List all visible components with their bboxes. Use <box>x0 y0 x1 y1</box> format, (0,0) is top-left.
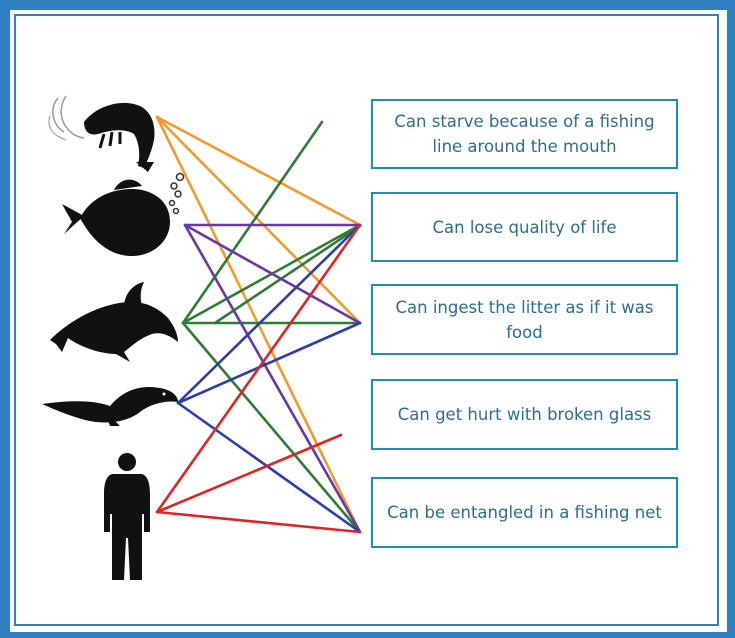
statement-entangled-text: Can be entangled in a fishing net <box>387 503 662 522</box>
line-person-entangled <box>155 510 362 534</box>
inner-frame <box>14 14 719 626</box>
statement-box-entangled: Can be entangled in a fishing net <box>371 477 678 548</box>
shrimp-icon <box>48 95 155 172</box>
line-bird-entangled <box>176 401 362 534</box>
dolphin-icon <box>50 282 178 362</box>
statement-box-starve: Can starve because of a fishing line aro… <box>371 99 678 169</box>
person-icon <box>104 453 150 580</box>
line-shrimp-quality <box>155 115 362 227</box>
line-bird-quality <box>176 223 362 405</box>
statement-box-ingest: Can ingest the litter as if it was food <box>371 284 678 355</box>
line-person-glass <box>155 433 343 514</box>
fish-icon <box>62 172 185 256</box>
line-fish-entangled <box>183 223 362 534</box>
line-shrimp-ingest <box>155 115 362 325</box>
line-bird-ingest <box>176 321 362 405</box>
seabird-icon <box>42 386 178 426</box>
statement-box-glass: Can get hurt with broken glass <box>371 379 678 450</box>
line-dolphin-extra <box>213 224 362 325</box>
line-person-quality <box>155 223 362 514</box>
line-dolphin-entangled <box>181 321 362 534</box>
statement-ingest-text: Can ingest the litter as if it was food <box>395 297 654 342</box>
statement-starve-text: Can starve because of a fishing line aro… <box>394 112 655 156</box>
line-dolphin-starve <box>181 120 324 325</box>
statement-glass-text: Can get hurt with broken glass <box>397 405 652 424</box>
line-fish-ingest <box>183 223 362 325</box>
statement-box-quality: Can lose quality of life <box>371 192 678 262</box>
statement-quality-text: Can lose quality of life <box>432 217 617 237</box>
